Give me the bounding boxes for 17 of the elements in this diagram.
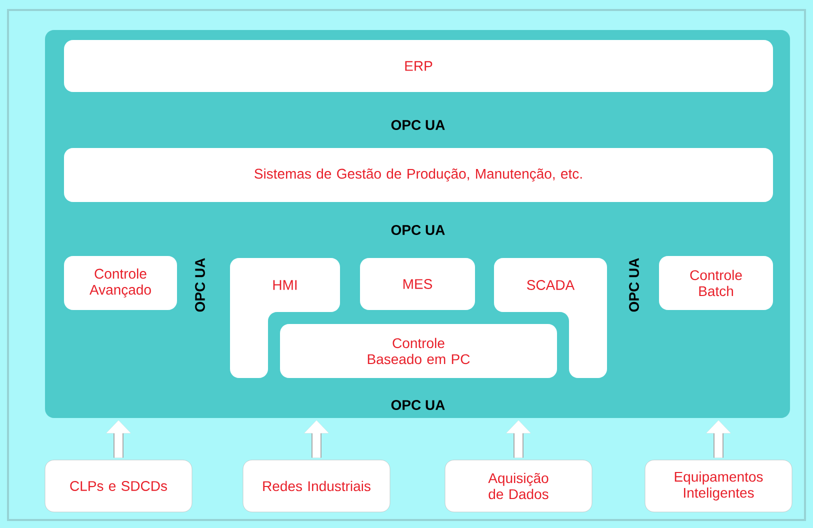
- connection-label: OPC UA: [391, 400, 445, 410]
- process-box: Equipamentos Inteligentes: [644, 460, 792, 512]
- connection-label: OPC UA: [391, 120, 445, 130]
- process-box: SCADA: [494, 258, 607, 378]
- connection-label: OPC UA: [195, 258, 205, 312]
- process-box: Controle Batch: [659, 256, 773, 310]
- process-box: Controle Baseado em PC: [280, 324, 557, 378]
- process-box: CLPs e SDCDs: [44, 460, 192, 512]
- connection-label: OPC UA: [629, 258, 639, 312]
- process-box: Sistemas de Gestão de Produção, Manutenção, etc.: [64, 148, 773, 202]
- process-box: ERP: [64, 40, 773, 92]
- process-box: HMI: [230, 258, 340, 378]
- process-box: MES: [360, 258, 475, 310]
- process-box: Controle Avançado: [64, 256, 177, 310]
- connection-label: OPC UA: [391, 225, 445, 235]
- process-box: Aquisição de Dados: [444, 460, 592, 512]
- process-box: Redes Industriais: [242, 460, 390, 512]
